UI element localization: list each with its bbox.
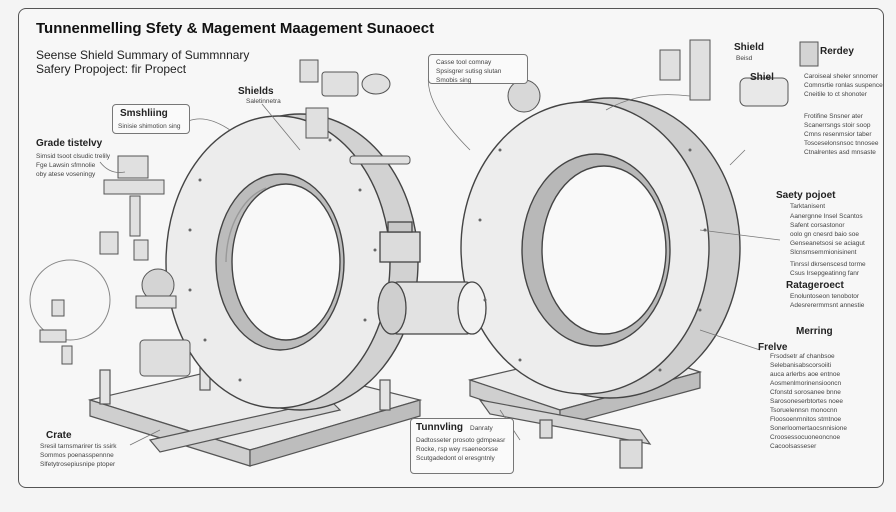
frelve-notes: Frsodsetr af chanbsoe Selebanisabscorsoi… <box>770 352 847 451</box>
rerdey-note-0: Caroiseal sheler snnomer <box>804 73 879 80</box>
ring-bolts <box>188 138 707 382</box>
label-safety-project: Saety pojoet <box>776 190 836 201</box>
subtitle: Seense Shield Summary of Summnnary Safer… <box>36 48 249 76</box>
safety-note-3: Genseanetsosi se aciagut <box>790 240 865 247</box>
grade-note-2: oby atese voseningy <box>36 171 96 178</box>
label-shields-top-sub: Saletinnetra <box>246 98 281 105</box>
crate-note-2: Slfetytrosepiusnipe ptoper <box>40 461 116 468</box>
rerdey-notes-2: Frotifine Snsner ater Scanerrsngs stoir … <box>804 112 878 157</box>
frelve-note-5: Sarosoneserbtortes noee <box>770 398 843 405</box>
top-callout-note-0: Casse tool comnay <box>436 59 492 66</box>
frelve-note-10: Cacoolsasseser <box>770 443 817 450</box>
rerdey2-note-4: Ctnalrentes asd mnsaste <box>804 149 876 156</box>
frelve-note-1: Selebanisabscorsoiiti <box>770 362 832 369</box>
right-shield-ring <box>460 97 741 399</box>
label-shiel: Shiel <box>750 72 774 83</box>
frelve-note-4: Cfonstd sorosanee bnne <box>770 389 841 396</box>
label-safety-project-sub: Tarktanisent <box>790 203 826 210</box>
rerdey-note-1: Comnsrtie ronlas suspence <box>804 82 883 89</box>
frelve-note-9: Croosessocuoneoncnoe <box>770 434 841 441</box>
grade-note-0: Simsid tsoot clsudic trelily <box>36 153 111 160</box>
safety-notes-2: Tinrssl dkrsenscesd torme Csus Irsepgeat… <box>790 260 866 278</box>
label-shield-right-sub: Beisd <box>736 55 753 62</box>
crate-note-0: Sresil tarnsmarirer tis ssirk <box>40 443 117 450</box>
tunneling-note-1: Rocke, rsp wey rsaeneorsse <box>416 446 499 453</box>
label-tunneling: Tunnvling <box>416 422 464 433</box>
subtitle-line-2: Safery Propoject: fir Propect <box>36 62 187 76</box>
management-notes: Enoluntoseon tenobotor Adesrerermmsnt an… <box>790 292 864 310</box>
safety-notes: Aanergnne Insel Scantos Safent corsaston… <box>790 212 865 257</box>
rerdey2-note-2: Cmns resenmsior taber <box>804 131 872 138</box>
top-callout-note-1: Spsisgrer sutisg slutan <box>436 68 502 75</box>
tunneling-box <box>410 418 514 474</box>
frelve-note-3: Aosmenlmorinensiooncn <box>770 380 842 387</box>
tunneling-note-0: Dadtosseter prosoto gdmpeasr <box>416 437 506 444</box>
label-grade: Grade tistelvy <box>36 138 103 149</box>
safety2-note-1: Csus Irsepgeatinng fanr <box>790 270 860 277</box>
rerdey2-note-1: Scanerrsngs stoir soop <box>804 122 871 129</box>
safety-note-2: oolo gn cnesrd baio soe <box>790 231 860 238</box>
label-crate: Crate <box>46 430 72 441</box>
management-note-0: Enoluntoseon tenobotor <box>790 293 860 300</box>
frelve-note-7: Floosoenrnnitos stmtnoe <box>770 416 842 423</box>
label-management: Ratageroect <box>786 280 844 291</box>
tunneling-note-2: Scutgadedont ol eresgntnly <box>416 455 495 462</box>
smshiling-box <box>112 104 190 134</box>
page-title: Tunnenmelling Sfety & Magement Maagement… <box>36 20 435 37</box>
frelve-note-6: Tsoruelennsn monocnn <box>770 407 838 414</box>
management-note-1: Adesrerermmsnt annestie <box>790 302 865 309</box>
top-callout-notes: Casse tool comnay Spsisgrer sutisg sluta… <box>436 58 501 85</box>
top-equipment-cluster <box>299 39 819 165</box>
left-shield-ring <box>165 113 419 411</box>
top-callout-box <box>428 54 528 84</box>
frelve-note-0: Frsodsetr af chanbsoe <box>770 353 835 360</box>
tunneling-notes: Dadtosseter prosoto gdmpeasr Rocke, rsp … <box>416 436 505 463</box>
safety-note-1: Safent corsastonor <box>790 222 845 229</box>
safety-note-0: Aanergnne Insel Scantos <box>790 213 863 220</box>
label-rerdey: Rerdey <box>820 46 854 57</box>
frelve-note-2: auca arlerbs aoe entnoe <box>770 371 841 378</box>
frelve-note-8: Sonerloomertaocsnnisione <box>770 425 847 432</box>
subtitle-line-1: Seense Shield Summary of Summnnary <box>36 48 250 62</box>
label-frelve: Frelve <box>758 342 788 353</box>
rerdey2-note-0: Frotifine Snsner ater <box>804 113 863 120</box>
safety2-note-0: Tinrssl dkrsenscesd torme <box>790 261 866 268</box>
rerdey-notes: Caroiseal sheler snnomer Comnsrtie ronla… <box>804 72 883 99</box>
safety-note-4: Slcnsmsemmionisinent <box>790 249 857 256</box>
label-merring: Merring <box>796 326 833 337</box>
crate-note-1: Sommos poenasspennne <box>40 452 114 459</box>
grade-note-1: Fge Lawsin sfmnolie <box>36 162 96 169</box>
crate-notes: Sresil tarnsmarirer tis ssirk Sommos poe… <box>40 442 117 469</box>
left-equipment-cluster <box>29 155 191 377</box>
central-drive-shaft <box>377 221 487 335</box>
label-shield-right: Shield <box>734 42 765 53</box>
rerdey-note-2: Cneitile to ct shonoter <box>804 91 867 98</box>
grade-notes: Simsid tsoot clsudic trelily Fge Lawsin … <box>36 152 110 179</box>
label-smshiling: Smshliing <box>120 108 168 119</box>
label-smshiling-sub: Sinisie shimotion sing <box>118 123 181 130</box>
rerdey2-note-3: Tosceselonsnsoc tnnosee <box>804 140 879 147</box>
label-shields-top: Shields <box>238 86 274 97</box>
top-callout-note-2: Smobis sing <box>436 77 472 84</box>
label-tunneling-sub: Danraty <box>470 425 493 432</box>
